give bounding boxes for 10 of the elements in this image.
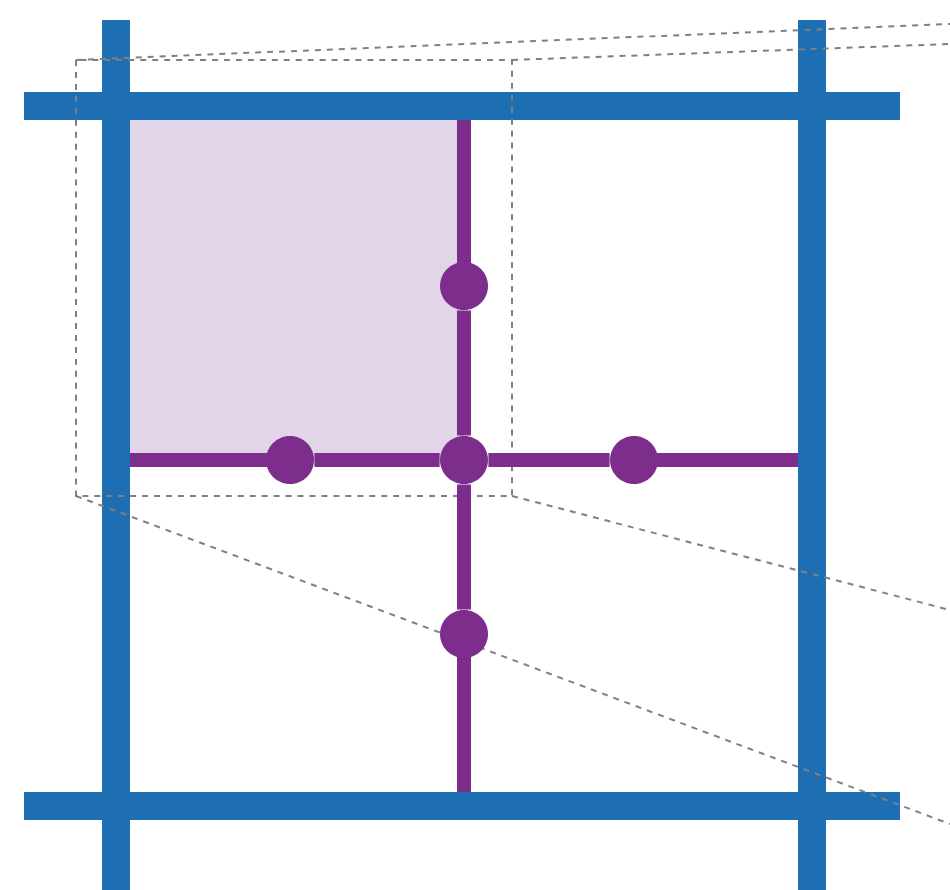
line-segment (314, 453, 440, 467)
line-segment (457, 484, 471, 610)
junction-dot (440, 610, 488, 658)
junction-dot (610, 436, 658, 484)
shaded-square (130, 120, 464, 460)
junction-dot (440, 262, 488, 310)
line-segment (457, 310, 471, 436)
junction-dot (266, 436, 314, 484)
junction-dot (440, 436, 488, 484)
line-segment (488, 453, 610, 467)
